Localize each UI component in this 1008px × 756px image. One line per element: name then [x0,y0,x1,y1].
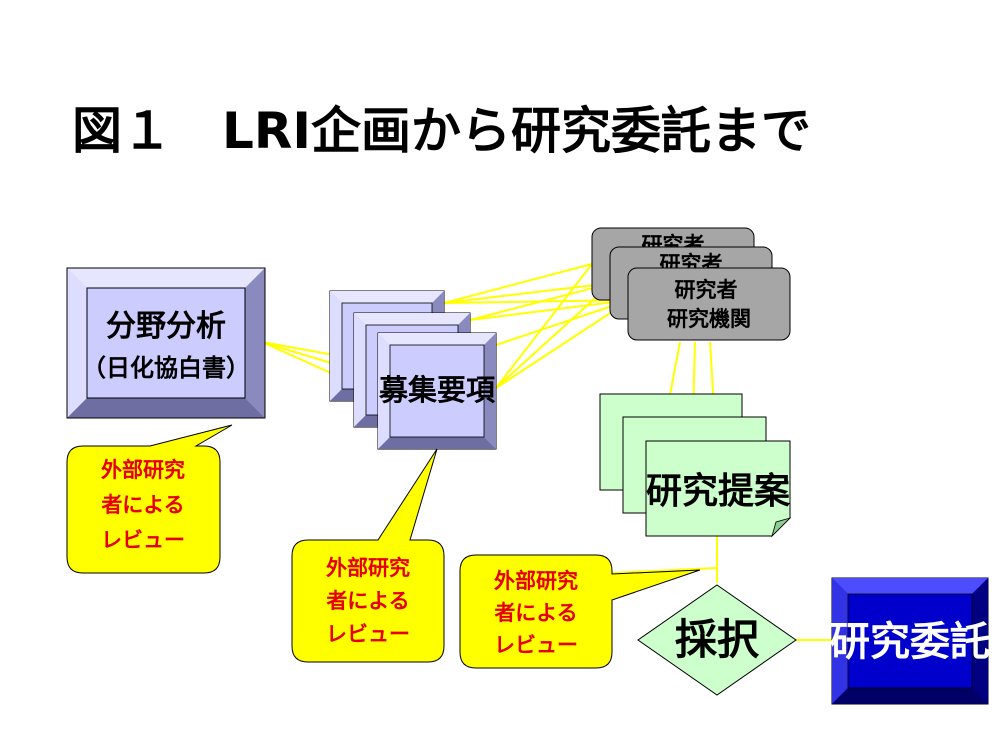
adoption-diamond: 採択 [637,584,797,696]
review-2-line1: 外部研究 [326,556,410,580]
review-callout-3: 外部研究 者による レビュー [459,554,701,669]
connector-line [495,299,631,346]
review-2-line2: 者による [326,589,409,613]
page-title: 図１ LRI企画から研究委託まで [72,102,811,160]
connector-line [495,299,631,389]
proposal-stack: 研究提案 [599,393,792,538]
recruitment-label: 募集要項 [378,373,496,407]
commission-box: 研究委託 [830,577,990,705]
review-callout-1: 外部研究 者による レビュー [66,424,233,574]
review-2-line3: レビュー [326,622,410,646]
review-3-line1: 外部研究 [494,569,578,593]
proposal-label: 研究提案 [646,471,791,512]
researcher-box-front: 研究者 研究機関 [627,267,791,341]
field-analysis-line1: 分野分析 [106,309,226,344]
connector-line [261,341,335,356]
connector-line [469,282,613,321]
connector-line [443,282,613,304]
connector-line [611,567,718,574]
commission-label: 研究委託 [830,619,990,665]
field-analysis-line2: （日化協白書） [82,354,250,382]
connector-line [443,263,593,304]
review-1-line2: 者による [101,493,184,517]
proposal-doc-front: 研究提案 [645,440,792,538]
recruitment-box-front: 募集要項 [377,332,497,450]
researcher-line2: 研究機関 [667,307,751,331]
review-3-line3: レビュー [494,633,578,657]
connector-line [469,299,631,321]
connector-line [443,299,631,304]
adoption-label: 採択 [675,615,760,664]
review-1-line3: レビュー [101,528,185,552]
review-3-line2: 者による [494,601,577,625]
connector-line [495,263,593,389]
researcher-stack: 研究者 研究者 研究者 研究機関 [591,227,791,341]
field-analysis-box: 分野分析 （日化協白書） [66,267,266,419]
connector-line [495,282,613,389]
review-1-line1: 外部研究 [101,458,185,482]
review-callout-2: 外部研究 者による レビュー [291,448,445,663]
researcher-line1: 研究者 [675,278,738,302]
recruitment-stack: 募集要項 [329,290,497,450]
connector-line [669,341,681,396]
